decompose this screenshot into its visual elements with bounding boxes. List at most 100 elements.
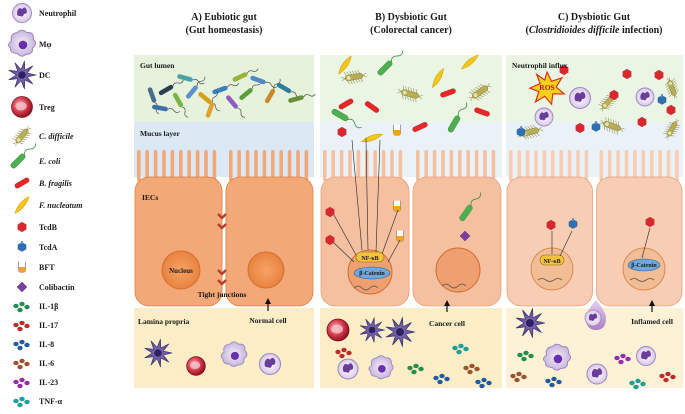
epithelial-cells [134,150,314,307]
c-difficile-spore [473,93,478,98]
cytokine-dot [659,373,665,379]
microvillus [271,150,275,181]
c-difficile-bacterium [663,118,681,140]
f-nucleatum-bacterium [14,196,30,214]
bft-toxin [393,200,401,212]
signal-arrow [551,227,651,259]
microvillus [145,150,149,181]
neutrophil-nucleus [264,357,276,368]
legend-item-bfrag: B. fragilis [14,177,72,189]
ros-burst [528,70,566,106]
nucleus-right [247,251,285,289]
signal-arrow [333,242,355,263]
neutrophil-cell [635,87,655,107]
neutrophil-cell [258,352,282,376]
dendritic-cell [385,317,416,347]
c-difficile-flagella [397,85,423,103]
legend-item-colibactin: Colibactin [16,281,75,293]
bft-toxin [393,124,401,136]
legend-item-tcdb: TcdB [17,221,58,233]
f-nucleatum-body [432,67,444,89]
b-fragilis-bacterium-body [474,107,490,117]
tcda-shape [516,127,526,137]
microvillus [449,150,454,181]
legend-label: E. coli [38,157,61,166]
cytokine-il8 [13,339,30,351]
macrophage-nucleus [378,365,386,373]
c-difficile-flagella [468,83,492,101]
signal-arrow [365,137,369,251]
tcdb-toxin [17,221,27,233]
macrophage-cell [220,341,248,367]
legend-item-il17: IL-17 [13,320,58,332]
cytokine-il1b [517,350,534,362]
tight-junction-marker [217,223,227,230]
cytokine-dot [479,383,485,389]
cytokine-il6 [463,363,480,375]
treg-cell [11,96,33,118]
panel-a-title: A) Eubiotic gut [191,12,257,23]
e-coli-body [377,60,393,76]
legend-item-il6: IL-6 [13,358,54,370]
microvillus [616,150,620,181]
microvillus [237,150,241,181]
macrophage-nucleus [18,40,28,50]
cytokine-dot [439,373,445,379]
tcda-cap [519,126,523,129]
microvillus [525,150,530,181]
cytokine-dot [458,343,464,349]
macrophage-cell [542,343,572,371]
panel-a-details [144,68,316,376]
legend-label: B. fragilis [38,179,72,188]
legend-item-il23: IL-23 [13,377,58,389]
microvillus [229,150,233,181]
legend-item-dc: DC [8,60,51,90]
commensal-bacterium [158,79,184,96]
microvillus [599,150,604,181]
microvillus [584,150,589,181]
microvillus [666,150,671,181]
beta-catenin-label: β-Catenin [359,271,385,277]
bft-toxin [396,230,404,242]
colibactin-molecule [459,230,471,242]
commensal-bacterium [250,75,277,88]
tcdb-toxin [559,64,569,76]
cytokine-dot [475,379,481,385]
iecs-label: IECs [142,193,158,202]
dendritic-cell [8,60,37,90]
c-difficile-flagella [663,118,681,140]
tight-junction-marker [217,269,227,276]
c-difficile-body [15,128,29,144]
dna-strand [353,285,379,291]
cytokine-il1b [407,363,424,375]
neutrophil-nucleus [342,363,354,373]
b-fragilis-bacterium [14,177,30,189]
b-fragilis-bacterium-body [364,101,380,113]
cytokine-dot [514,377,520,383]
cytokine-dot [17,402,23,408]
signal-arrow [351,139,363,251]
cytokine-il23 [13,377,30,389]
nucleus-label: Nucleus [169,267,193,275]
commensal-body [147,87,157,103]
legend-label: DC [39,71,51,80]
c-difficile-flagella [664,76,679,100]
nucleus-cancer-right [435,247,481,293]
panel-a [134,55,314,388]
cytokine-dot [469,363,475,369]
cytokine-dot [24,399,30,405]
cytokine-tnfa [452,343,469,355]
neutrophil-cell [337,358,359,380]
tcda-cap [20,241,24,244]
microvillus [641,150,646,181]
cytokine-dot [411,369,417,375]
cytokine-il17 [13,320,30,332]
cytokine-dot [437,379,443,385]
commensal-body [205,102,215,118]
cytokine-dot [549,382,555,388]
microvillus [179,150,183,181]
legend-item-tcda: TcdA [17,241,58,252]
commensal-body [226,95,238,109]
commensal-bacterium [172,92,189,118]
